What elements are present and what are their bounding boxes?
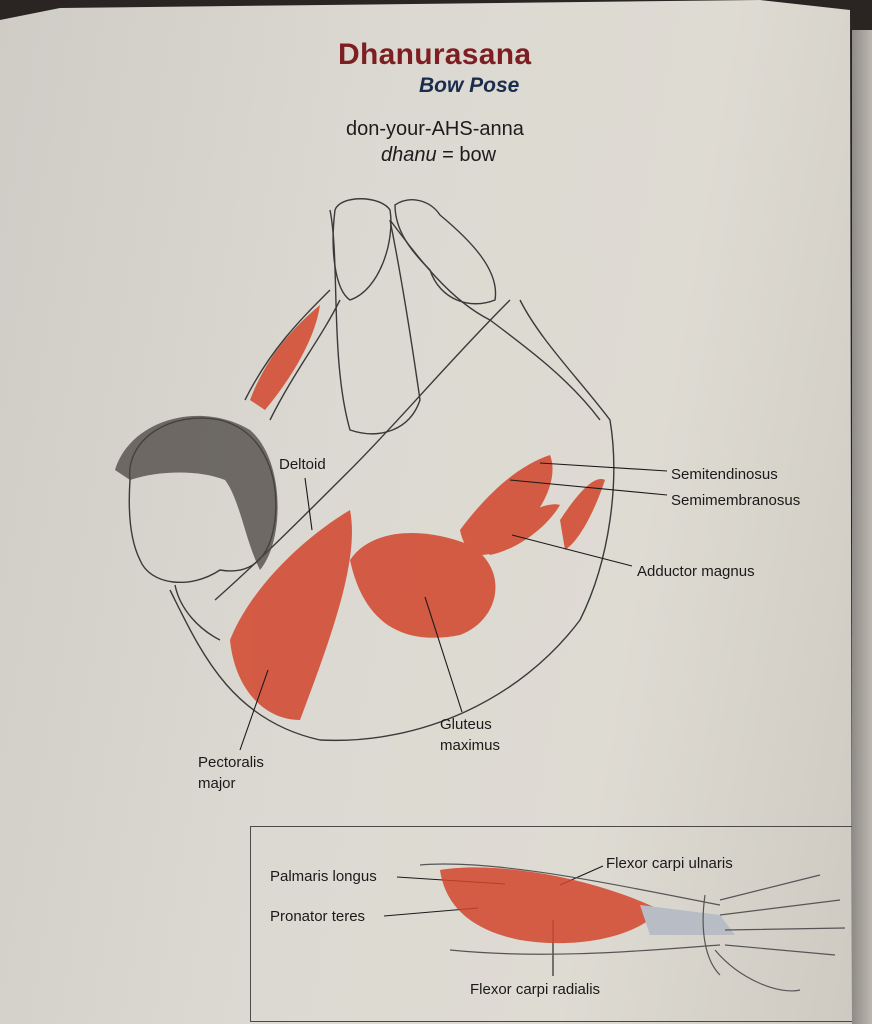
label-pectoralis-major: Pectoralis major <box>198 752 264 794</box>
label-line-1: Pectoralis <box>198 754 264 771</box>
label-line-2: maximus <box>440 737 501 754</box>
label-adductor-magnus: Adductor magnus <box>637 563 755 580</box>
label-pronator-teres: Pronator teres <box>270 908 366 925</box>
meaning-rest: = bow <box>436 144 497 166</box>
label-deltoid: Deltoid <box>279 456 326 473</box>
hair <box>115 415 278 570</box>
label-semitendinosus: Semitendinosus <box>671 466 778 483</box>
book-edge <box>852 30 872 1024</box>
pronunciation: don-your-AHS-anna <box>346 118 524 140</box>
forearm-inset-box <box>250 826 852 1022</box>
pose-subtitle: Bow Pose <box>419 74 520 97</box>
label-gluteus-maximus: Gluteus maximus <box>440 714 500 756</box>
pose-title: Dhanurasana <box>338 38 532 71</box>
forearm-illustration <box>419 863 846 992</box>
label-line-2: major <box>198 775 236 792</box>
label-line-1: Gluteus <box>440 716 492 733</box>
label-palmaris-longus: Palmaris longus <box>270 868 377 885</box>
muscles <box>230 305 605 720</box>
meaning: dhanu = bow <box>381 144 496 167</box>
label-flexor-carpi-ulnaris: Flexor carpi ulnaris <box>606 855 733 872</box>
meaning-term: dhanu <box>381 144 437 166</box>
label-flexor-carpi-radialis: Flexor carpi radialis <box>470 981 601 998</box>
label-semimembranosus: Semimembranosus <box>671 492 801 509</box>
